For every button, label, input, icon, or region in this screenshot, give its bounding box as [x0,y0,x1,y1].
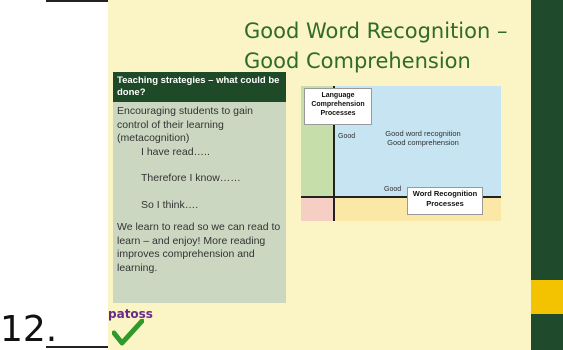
panel-line-know: Therefore I know…… [141,172,241,184]
panel-closing: We learn to read so we can read to learn… [117,221,281,274]
strategies-panel: Teaching strategies – what could be done… [113,72,286,303]
horizontal-axis [301,196,501,198]
title-line-1: Good Word Recognition – [244,19,508,43]
slide-title: Good Word Recognition – Good Comprehensi… [244,16,534,76]
language-comprehension-box: Language Comprehension Processes [304,88,372,125]
checkmark-icon [112,319,144,346]
word-recognition-box: Word Recognition Processes [407,187,483,215]
good-label-horizontal: Good [384,186,402,193]
bottom-border-line [46,346,108,348]
top-border-line [46,0,108,2]
patoss-logo: patoss [108,307,168,347]
slide-number: 12. [0,309,58,350]
good-label-vertical: Good [338,133,356,140]
quadrant-description-line-1: Good word recognition [385,129,461,138]
logo-brand-text: patoss [108,307,153,321]
vertical-axis [333,86,335,221]
panel-intro: Encouraging students to gain control of … [117,105,254,144]
accent-block [531,280,563,314]
panel-line-read: I have read….. [141,145,210,158]
quadrant-description-line-2: Good comprehension [387,138,459,147]
quadrant-description: Good word recognition Good comprehension [368,129,478,147]
panel-line-think: So I think…. [141,198,199,211]
quadrant-bottom-left [301,197,335,221]
panel-body: Encouraging students to gain control of … [113,102,286,278]
right-decor-bar [531,0,563,350]
title-line-2: Good Comprehension [244,49,471,73]
panel-header: Teaching strategies – what could be done… [113,72,286,102]
